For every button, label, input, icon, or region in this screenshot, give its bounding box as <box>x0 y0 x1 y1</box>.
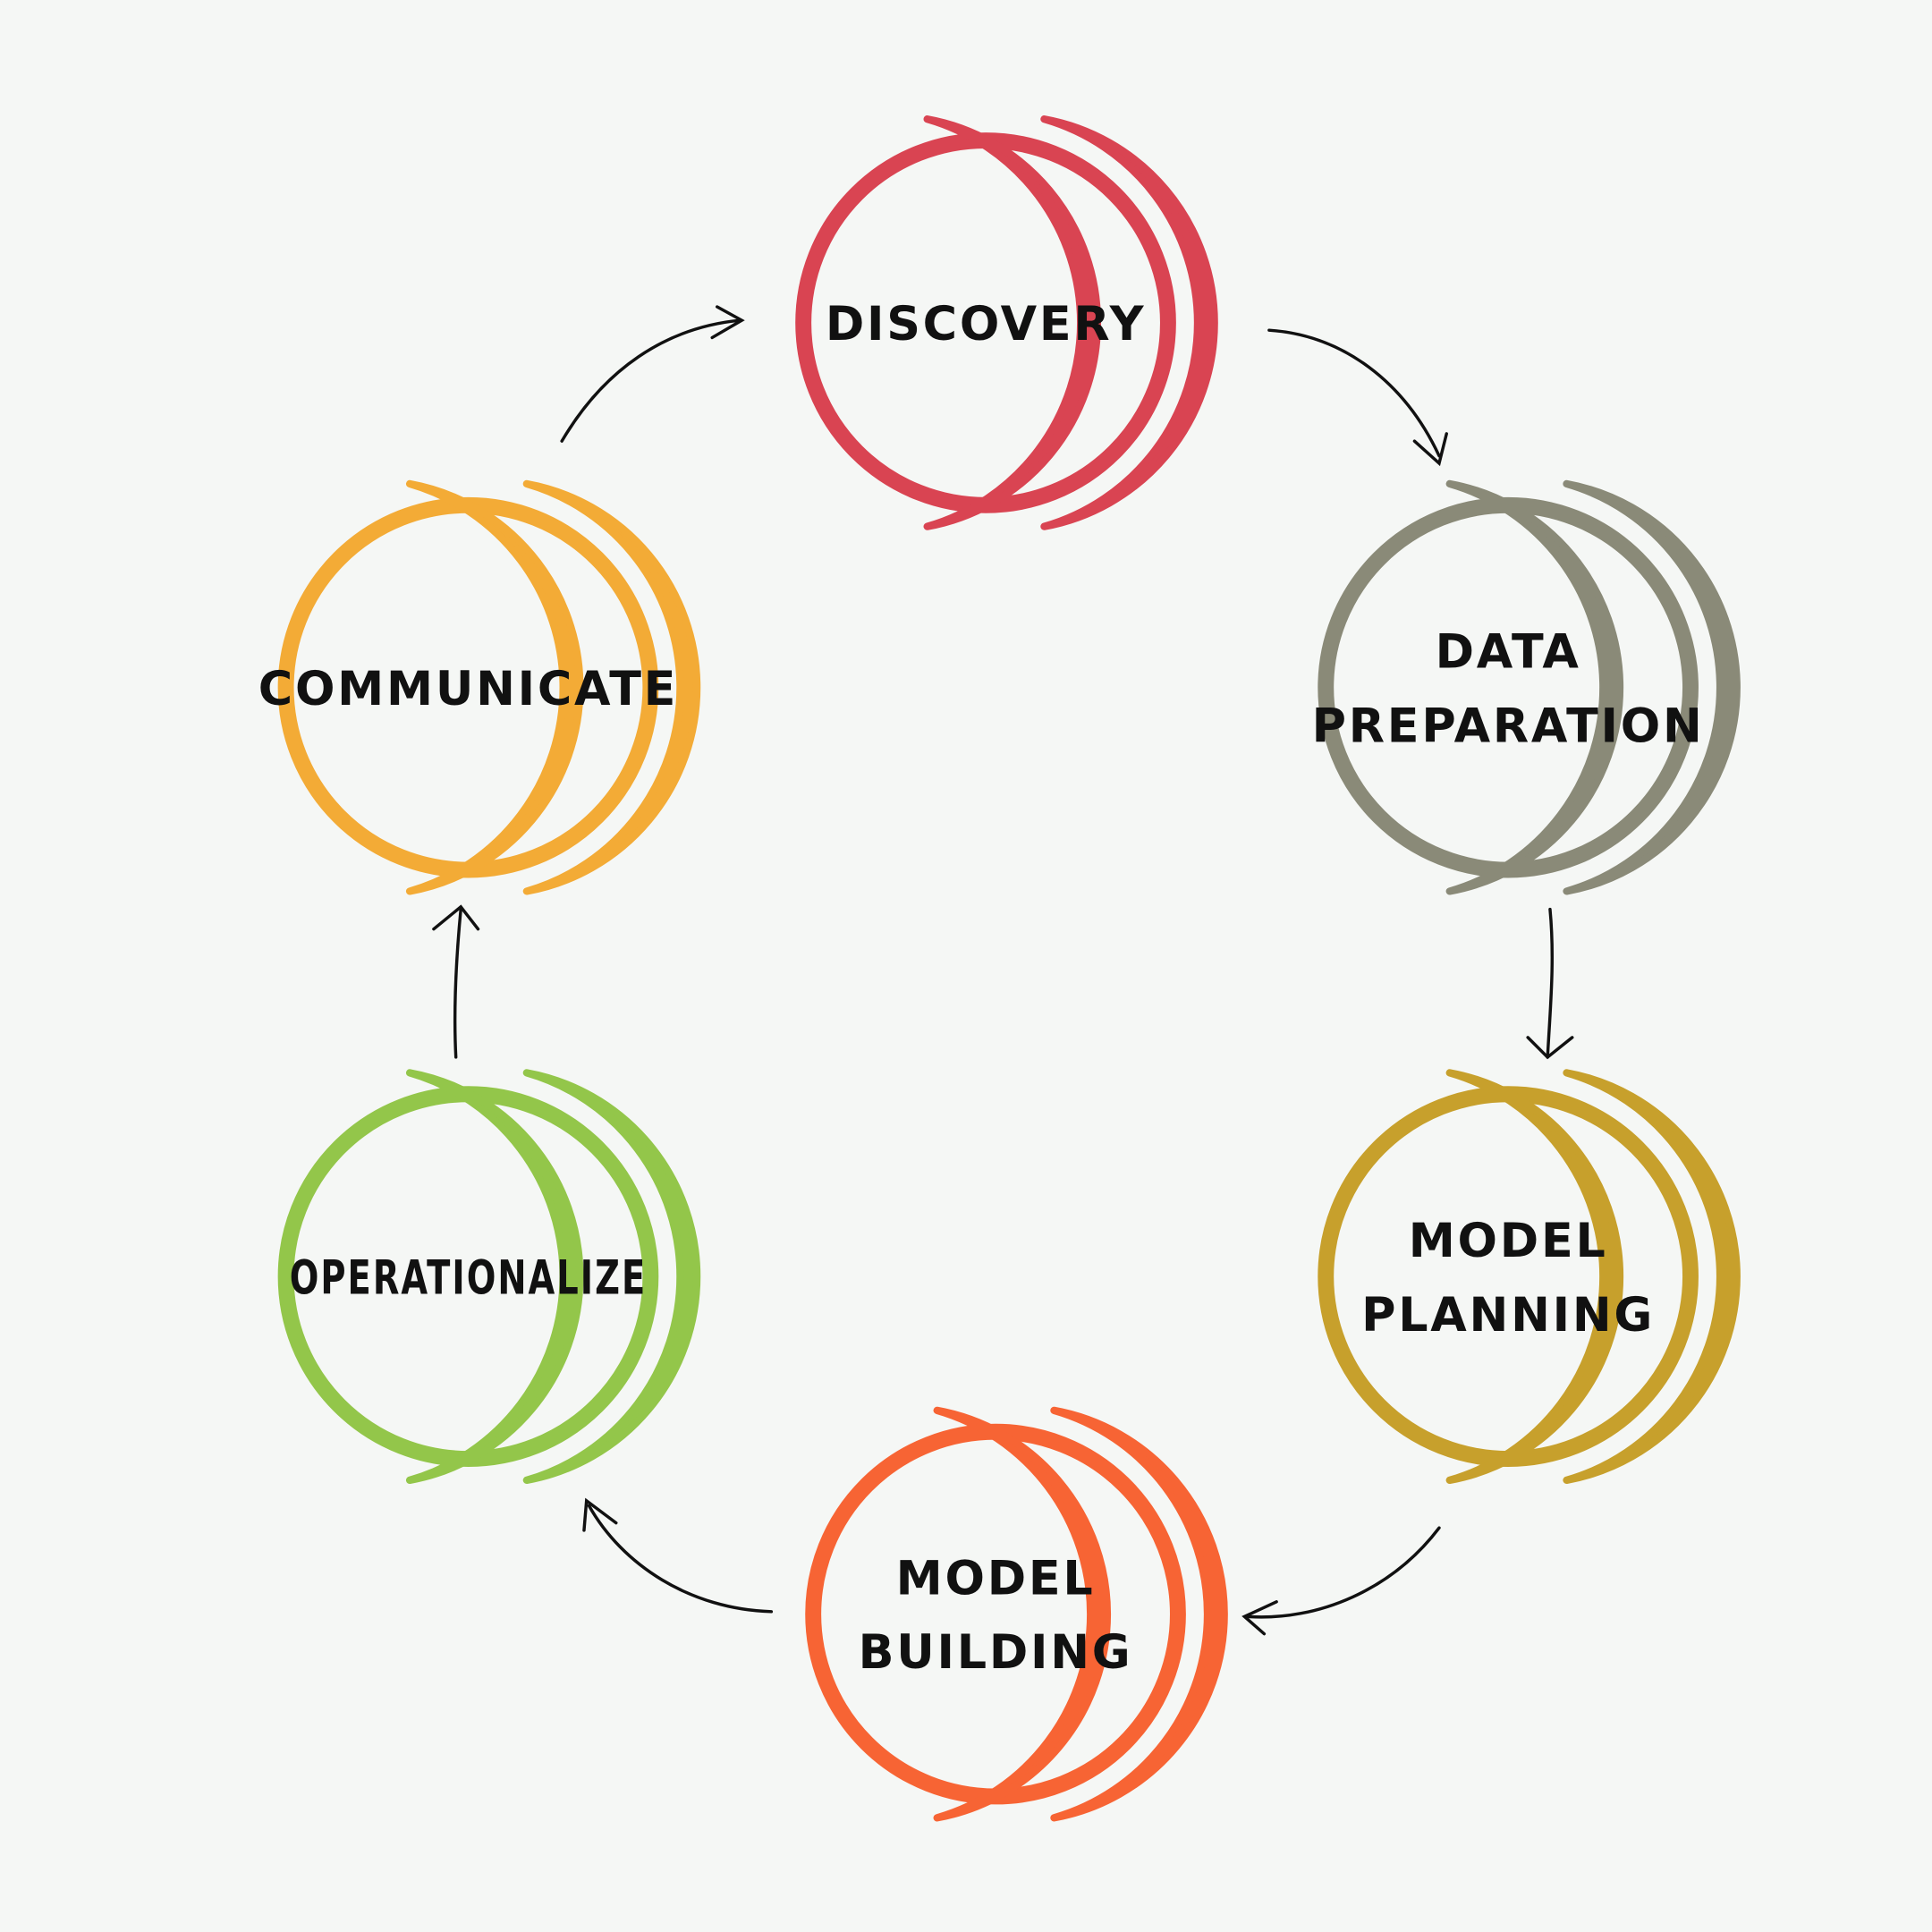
stage-operationalize: OPERATIONALIZE <box>277 1069 701 1485</box>
stage-label: DATA <box>1436 625 1581 680</box>
cycle-arrows <box>432 305 1574 1636</box>
outer-arc-right <box>923 115 1101 530</box>
outer-arc-left <box>1563 479 1741 895</box>
arrow-model-building-to-operationalize <box>582 1497 774 1614</box>
arrow-discovery-to-data-preparation <box>1267 328 1448 467</box>
stage-label: PLANNING <box>1361 1288 1655 1343</box>
outer-arc-right <box>405 479 584 895</box>
stage-model-building: MODEL BUILDING <box>805 1406 1228 1822</box>
stage-label: PREPARATION <box>1312 699 1705 753</box>
outer-arc-right <box>933 1406 1111 1822</box>
outer-arc-right <box>1445 1069 1624 1485</box>
arrow-model-planning-to-model-building <box>1241 1526 1441 1636</box>
stage-data-preparation: DATA PREPARATION <box>1312 479 1741 895</box>
outer-arc-left <box>1050 1406 1228 1822</box>
stage-label: MODEL <box>1409 1214 1608 1268</box>
stage-discovery: DISCOVERY <box>795 115 1218 530</box>
stage-label: MODEL <box>896 1552 1096 1606</box>
stage-label: BUILDING <box>859 1625 1133 1680</box>
stage-model-planning: MODEL PLANNING <box>1318 1069 1741 1485</box>
outer-arc-left <box>522 1069 701 1485</box>
outer-arc-right <box>1445 479 1624 895</box>
outer-arc-left <box>1563 1069 1741 1485</box>
arrow-data-preparation-to-model-planning <box>1526 907 1574 1060</box>
outer-arc-left <box>522 479 701 895</box>
arrow-communicate-to-discovery <box>560 305 745 443</box>
stage-label: DISCOVERY <box>826 297 1146 352</box>
stage-label: OPERATIONALIZE <box>290 1250 647 1305</box>
stage-communicate: COMMUNICATE <box>258 479 701 895</box>
outer-arc-left <box>1040 115 1218 530</box>
arrow-operationalize-to-communicate <box>432 904 480 1059</box>
stage-label: COMMUNICATE <box>258 662 678 716</box>
outer-arc-right <box>405 1069 584 1485</box>
